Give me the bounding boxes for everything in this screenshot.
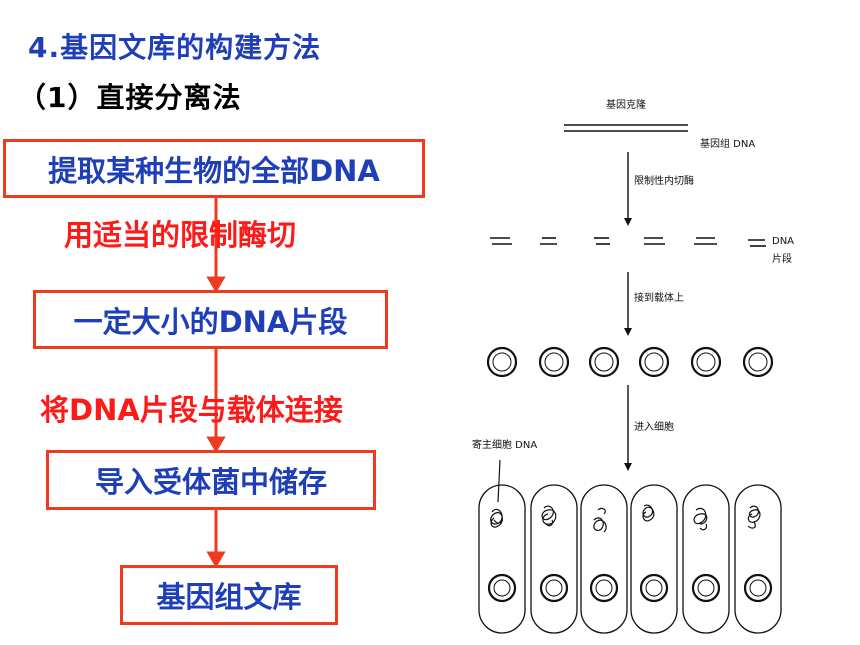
- recombinant-vectors: [486, 346, 774, 378]
- label-gene-cloning: 基因克隆: [606, 100, 646, 111]
- flow-step-genomic-library: 基因组文库: [120, 565, 338, 625]
- arrow-head-3: [206, 551, 226, 568]
- cloning-schematic: [478, 124, 782, 634]
- flow-label-restriction: 用适当的限制酶切: [64, 218, 297, 252]
- host-cells: [478, 484, 782, 634]
- label-genomic-dna: 基因组 DNA: [700, 139, 756, 150]
- flow-step-extract-dna: 提取某种生物的全部DNA: [3, 139, 425, 198]
- section-subtitle: （1）直接分离法: [18, 81, 242, 114]
- host-dna-tangles: [490, 459, 761, 533]
- arrow-head-2: [206, 436, 226, 453]
- label-host-dna: 寄主细胞 DNA: [472, 440, 538, 451]
- label-dna: DNA: [772, 236, 795, 247]
- flow-step-dna-fragments: 一定大小的DNA片段: [33, 290, 388, 349]
- label-fragment: 片段: [772, 254, 792, 265]
- flow-label-ligation: 将DNA片段与载体连接: [40, 393, 343, 427]
- page-title: 4.基因文库的构建方法: [28, 31, 322, 64]
- cell-plasmids: [487, 573, 773, 603]
- arrow-head-1: [206, 276, 226, 293]
- dna-fragments: [490, 237, 766, 247]
- label-enter-cell: 进入细胞: [634, 422, 674, 433]
- label-restriction-enzyme: 限制性内切酶: [634, 176, 694, 187]
- label-ligate-vector: 接到载体上: [634, 293, 684, 304]
- flow-step-transform: 导入受体菌中储存: [46, 450, 376, 510]
